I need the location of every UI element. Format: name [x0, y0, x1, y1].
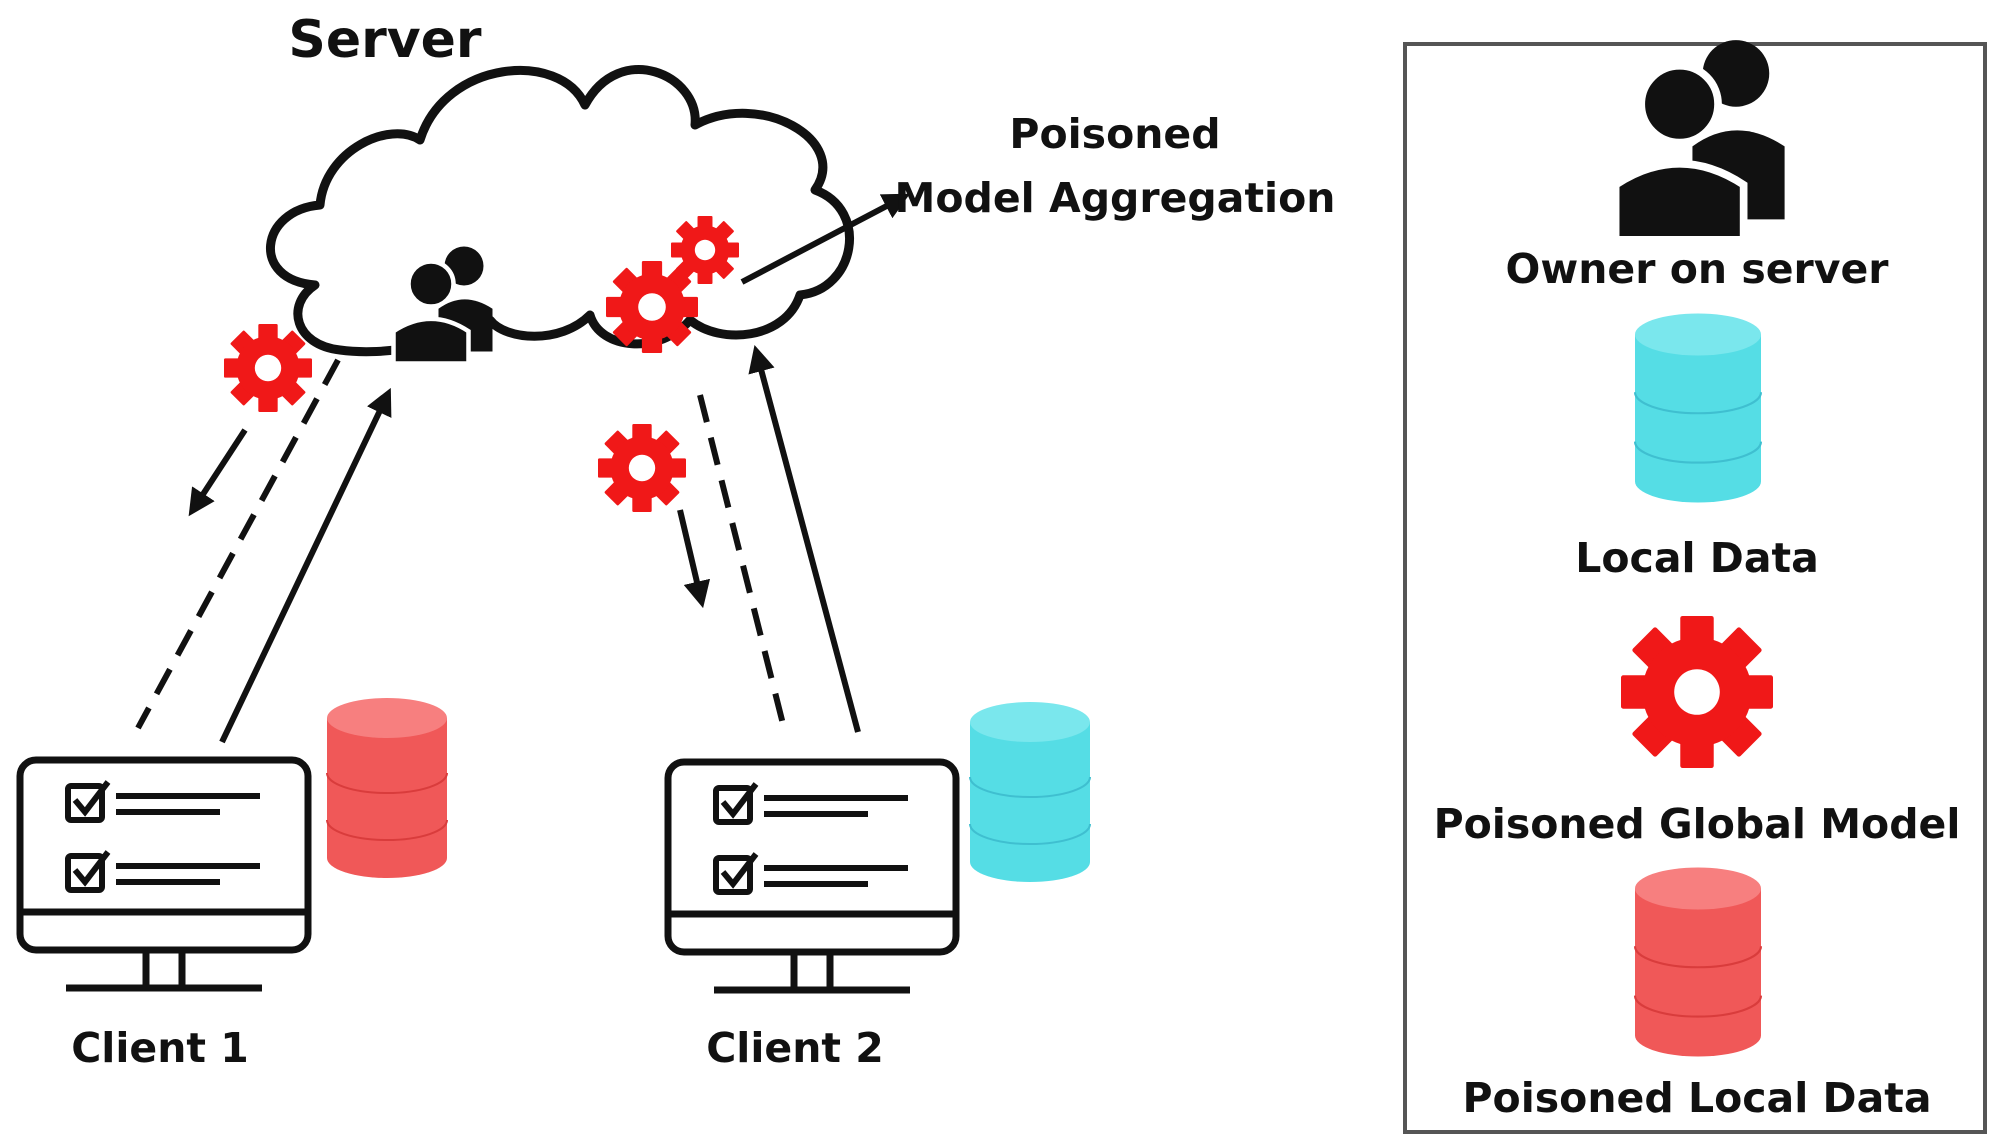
dashed-link-client-1 — [135, 358, 341, 730]
client-2-local-data-icon — [969, 701, 1091, 883]
gear-icon — [606, 261, 698, 353]
download-arrow-client-2 — [677, 509, 711, 609]
gear-icon — [224, 324, 312, 412]
legend-label-poisoned-local-data: Poisoned Local Data — [1462, 1074, 1931, 1122]
server-title: Server — [288, 10, 482, 70]
gear-icon — [598, 424, 686, 512]
client-1-poisoned-data-icon — [326, 697, 448, 879]
server-cloud — [265, 65, 854, 357]
legend-poisoned-data-icon — [1633, 866, 1763, 1058]
aggregation-label-line1: Poisoned — [1009, 110, 1220, 158]
legend-label-poisoned-global-model: Poisoned Global Model — [1434, 800, 1961, 848]
aggregation-label-line2: Model Aggregation — [895, 174, 1336, 222]
legend-gear-icon — [1621, 616, 1773, 768]
legend-label-owner: Owner on server — [1505, 245, 1889, 293]
upload-arrow-client-2 — [748, 344, 861, 733]
cloud-shape — [265, 65, 854, 357]
download-arrow-client-1 — [188, 428, 248, 517]
aggregation-arrow — [740, 193, 910, 285]
legend-local-data-icon — [1633, 312, 1763, 504]
legend-label-local-data: Local Data — [1575, 534, 1819, 582]
client-2-monitor-icon — [668, 762, 956, 990]
client-1-label: Client 1 — [71, 1024, 249, 1072]
upload-arrow-client-1 — [219, 387, 392, 744]
dashed-link-client-2 — [697, 394, 788, 733]
client-1-monitor-icon — [20, 760, 308, 988]
client-2-label: Client 2 — [706, 1024, 884, 1072]
